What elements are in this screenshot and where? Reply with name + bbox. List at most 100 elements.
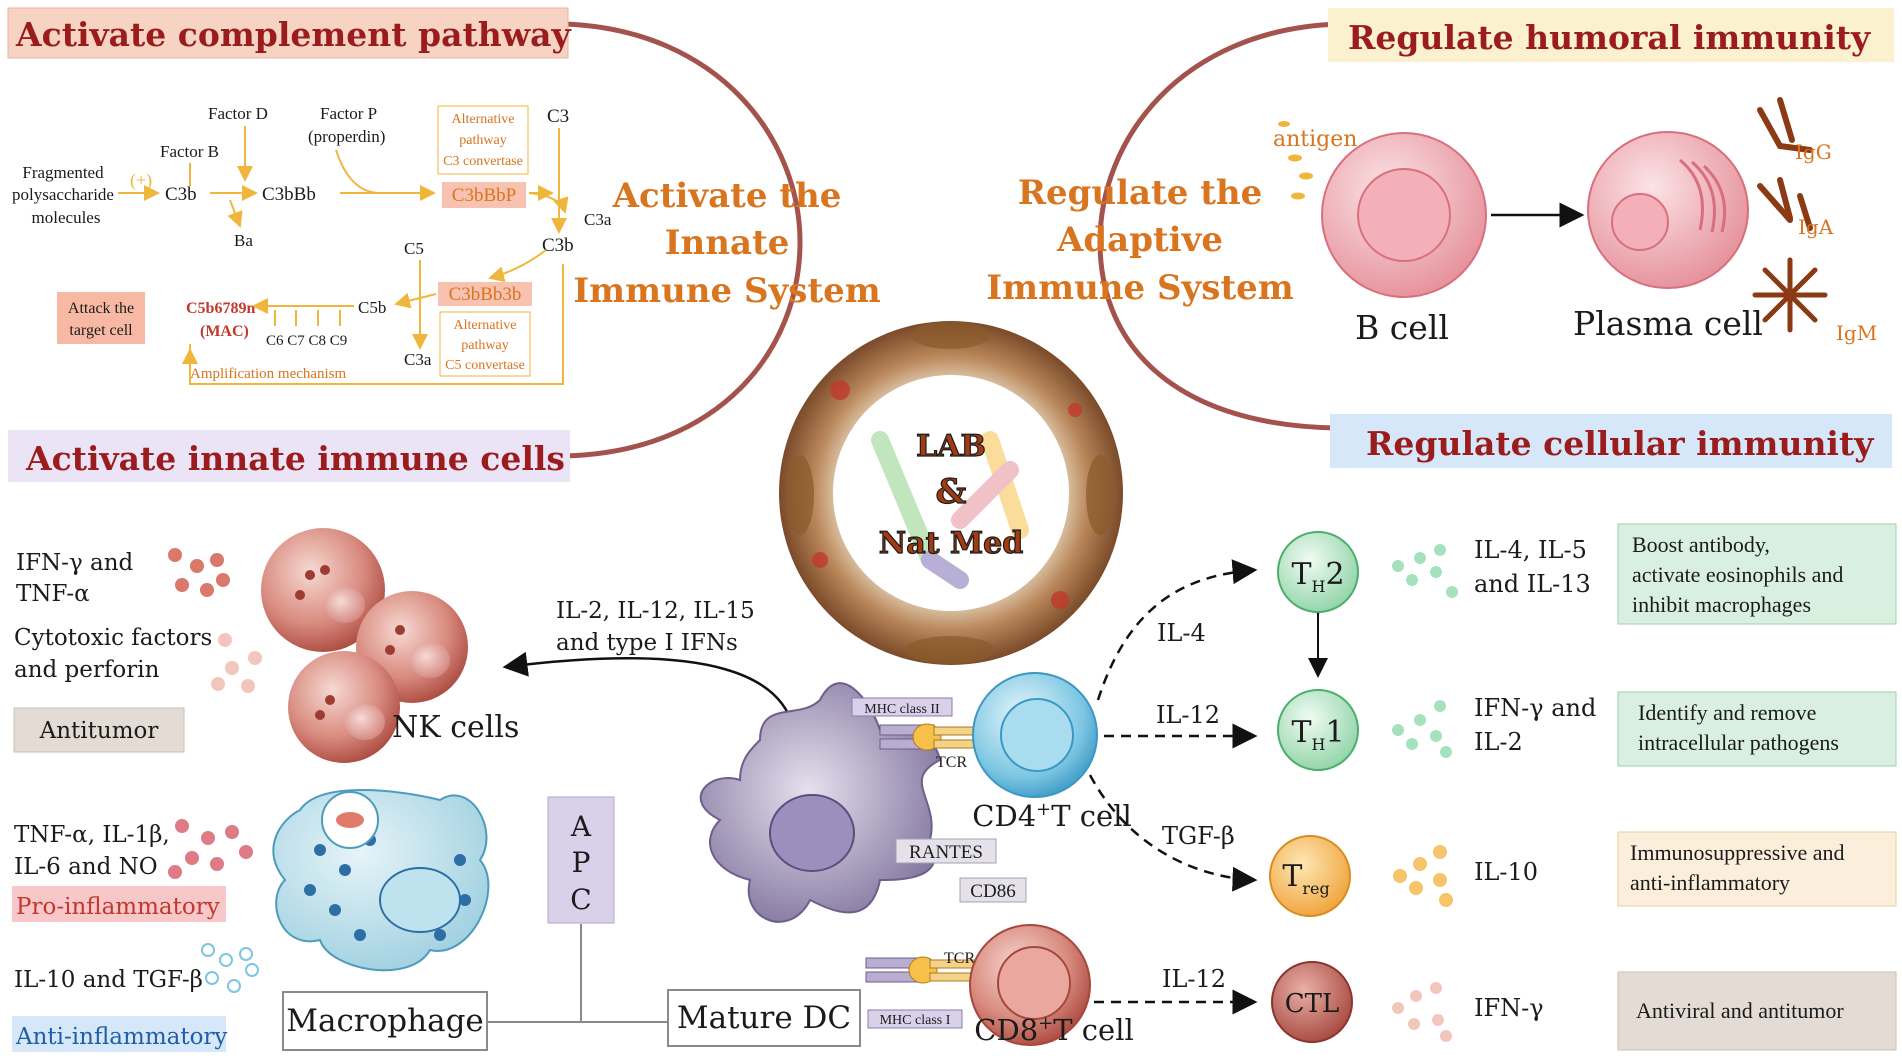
svg-text:C3bBb: C3bBb <box>262 184 316 205</box>
svg-text:C3a: C3a <box>404 350 432 369</box>
il12-cd8-arrow-label: IL-12 <box>1162 965 1226 993</box>
svg-text:P: P <box>572 846 591 879</box>
svg-text:C5b6789n: C5b6789n <box>186 300 255 317</box>
svg-text:Cytotoxic factors: Cytotoxic factors <box>14 625 212 651</box>
svg-text:Adaptive: Adaptive <box>1056 220 1223 260</box>
svg-text:Factor P: Factor P <box>320 104 377 123</box>
mhc-tcr-complexes: MHC class II TCR RANTES CD86 TCR MHC cla… <box>851 697 1027 1029</box>
adaptive-system-label: Regulate the Adaptive Immune System <box>986 173 1294 308</box>
svg-text:Regulate the: Regulate the <box>1018 173 1263 213</box>
svg-text:Amplification mechanism: Amplification mechanism <box>190 366 347 382</box>
svg-text:intracellular pathogens: intracellular pathogens <box>1638 730 1839 755</box>
dc-to-nk-arrow <box>502 651 795 727</box>
svg-text:C: C <box>570 883 591 916</box>
b-cell-label: B cell <box>1355 308 1449 347</box>
svg-text:Antitumor: Antitumor <box>39 718 159 744</box>
svg-text:IL-2, IL-12, IL-15: IL-2, IL-12, IL-15 <box>556 598 755 624</box>
svg-text:Alternative: Alternative <box>452 112 515 127</box>
svg-text:Antiviral and antitumor: Antiviral and antitumor <box>1636 998 1844 1023</box>
antiinflammatory-dots <box>201 943 259 993</box>
svg-text:Factor B: Factor B <box>160 142 219 161</box>
ctl-cytokines: IFN-γ <box>1474 994 1544 1022</box>
svg-text:RANTES: RANTES <box>909 842 983 863</box>
svg-text:target cell: target cell <box>69 322 133 339</box>
svg-text:C5b: C5b <box>358 298 386 317</box>
macrophage-section: TNF-α, IL-1β, IL-6 and NO Pro-inflammato… <box>12 789 861 1052</box>
svg-text:Pro-inflammatory: Pro-inflammatory <box>16 894 220 920</box>
svg-text:and perforin: and perforin <box>14 657 160 683</box>
svg-text:IFN-γ and: IFN-γ and <box>16 550 134 576</box>
effect-boxes: Boost antibody, activate eosinophils and… <box>1617 523 1897 1051</box>
svg-text:C3b: C3b <box>542 235 574 256</box>
humoral-title: Regulate humoral immunity <box>1348 18 1871 57</box>
svg-text:A: A <box>570 810 592 843</box>
proinflammatory-dots <box>168 819 253 879</box>
svg-text:activate eosinophils and: activate eosinophils and <box>1632 562 1843 587</box>
banner-innate-cells: Activate innate immune cells <box>8 430 570 482</box>
svg-text:C3bBbP: C3bBbP <box>452 185 516 206</box>
svg-text:Alternative: Alternative <box>454 318 517 333</box>
svg-text:TH1: TH1 <box>1291 715 1344 754</box>
svg-text:&: & <box>936 472 967 512</box>
svg-text:Factor D: Factor D <box>208 104 268 123</box>
svg-text:TNF-α: TNF-α <box>16 581 90 607</box>
svg-text:IL-2: IL-2 <box>1474 728 1523 756</box>
svg-text:Identify and remove: Identify and remove <box>1638 700 1816 725</box>
cd4-t-cell-icon <box>972 672 1098 798</box>
svg-text:Ba: Ba <box>234 231 253 250</box>
treg-cytokines: IL-10 <box>1474 858 1538 886</box>
svg-text:CTL: CTL <box>1285 989 1340 1019</box>
svg-text:(MAC): (MAC) <box>200 323 249 340</box>
innate-system-label: Activate the Innate Immune System <box>573 176 881 311</box>
apc-connector-lines <box>487 924 668 1023</box>
antigen-particles <box>1278 121 1313 200</box>
svg-text:C3 convertase: C3 convertase <box>443 154 523 169</box>
svg-text:Activate the: Activate the <box>612 176 842 216</box>
igm-icon <box>1752 257 1828 333</box>
nk-section: IFN-γ and TNF-α Cytotoxic factors and pe… <box>13 528 755 763</box>
svg-text:Nat Med: Nat Med <box>879 526 1023 561</box>
macrophage-icon <box>272 789 490 972</box>
svg-text:pathway: pathway <box>461 338 508 353</box>
svg-text:Macrophage: Macrophage <box>286 1003 484 1039</box>
svg-text:C3: C3 <box>547 106 569 127</box>
svg-text:TCR: TCR <box>944 950 975 967</box>
svg-text:C3b: C3b <box>165 184 197 205</box>
banner-cellular: Regulate cellular immunity <box>1330 414 1892 468</box>
svg-text:C5: C5 <box>404 239 424 258</box>
svg-text:Immune System: Immune System <box>573 271 881 311</box>
th2-cytokines: IL-4, IL-5 <box>1474 536 1587 564</box>
innate-cells-title: Activate innate immune cells <box>25 439 565 478</box>
complement-title: Activate complement pathway <box>15 15 572 54</box>
svg-text:IgM: IgM <box>1836 321 1877 345</box>
banner-complement: Activate complement pathway <box>7 7 572 59</box>
lab-natmed-logo: LAB & Nat Med <box>779 321 1123 665</box>
svg-text:MHC class II: MHC class II <box>864 702 940 717</box>
perforin-dots <box>211 633 262 693</box>
svg-text:IgA: IgA <box>1798 215 1834 239</box>
svg-text:C6 C7 C8 C9: C6 C7 C8 C9 <box>266 333 347 349</box>
svg-text:polysaccharide: polysaccharide <box>12 185 114 204</box>
svg-text:inhibit macrophages: inhibit macrophages <box>1632 592 1811 617</box>
svg-text:C3bBb3b: C3bBb3b <box>449 284 522 305</box>
svg-text:CD86: CD86 <box>970 881 1015 902</box>
plasma-cell-label: Plasma cell <box>1573 304 1763 343</box>
igg-icon <box>1757 97 1813 153</box>
svg-text:Treg: Treg <box>1282 859 1329 898</box>
svg-text:Anti-inflammatory: Anti-inflammatory <box>15 1024 227 1050</box>
cd4-label: CD4+T cell <box>972 799 1132 833</box>
svg-text:TNF-α, IL-1β,: TNF-α, IL-1β, <box>14 822 170 848</box>
svg-text:Immune System: Immune System <box>986 268 1294 308</box>
treg-cell-icon: Treg <box>1269 835 1351 917</box>
svg-text:Immunosuppressive and: Immunosuppressive and <box>1630 840 1844 865</box>
connecting-arcs <box>564 21 1339 459</box>
svg-text:Innate: Innate <box>665 223 790 263</box>
svg-text:anti-inflammatory: anti-inflammatory <box>1630 870 1790 895</box>
svg-text:Attack the: Attack the <box>68 300 134 317</box>
svg-text:C3a: C3a <box>584 210 612 229</box>
svg-text:LAB: LAB <box>916 429 986 464</box>
svg-text:Boost antibody,: Boost antibody, <box>1632 532 1770 557</box>
th2-cell-icon: TH2 <box>1277 531 1359 613</box>
svg-text:C5 convertase: C5 convertase <box>445 358 525 373</box>
